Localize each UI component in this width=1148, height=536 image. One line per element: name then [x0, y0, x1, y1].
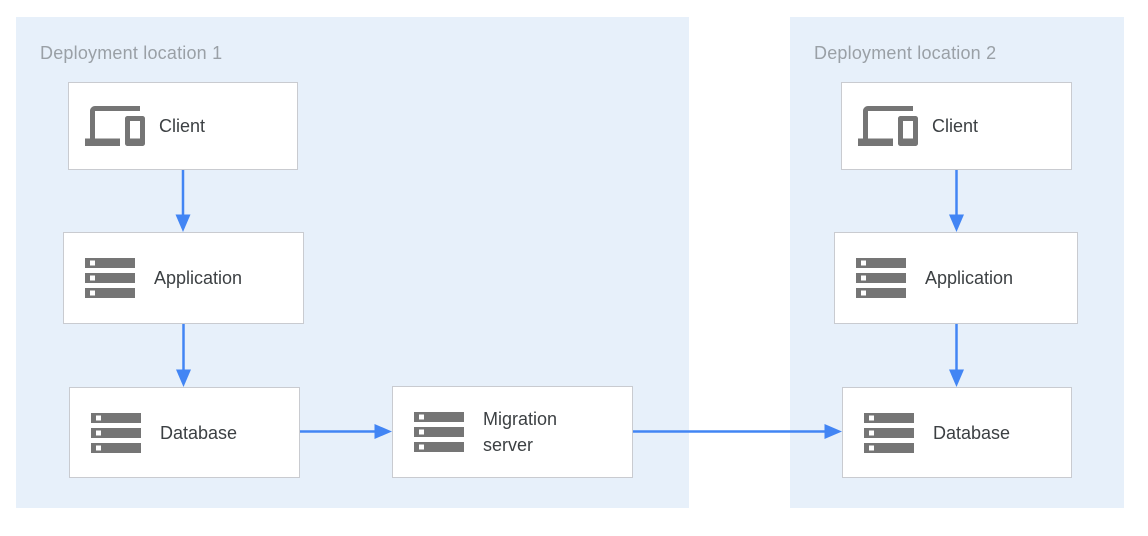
node-label: Client	[932, 116, 979, 136]
node-label: Client	[159, 116, 206, 136]
storage-icon	[851, 248, 911, 308]
node-database-1: Database	[69, 387, 300, 478]
storage-icon	[409, 402, 469, 462]
storage-icon	[86, 403, 146, 463]
node-database-2: Database	[842, 387, 1072, 478]
node-migration-server: Migration server	[392, 386, 633, 478]
region-label: Deployment location 1	[40, 43, 223, 63]
node-label: Database	[160, 422, 238, 443]
node-application-2: Application	[834, 232, 1078, 324]
node-label: Application	[925, 268, 1014, 288]
node-label: Database	[933, 422, 1011, 443]
storage-icon	[80, 248, 140, 308]
region-deployment-location-2: Deployment location 2 Client Application	[790, 17, 1124, 508]
devices-icon	[85, 96, 145, 156]
node-label: Migration server	[483, 409, 558, 455]
node-client-1: Client	[68, 82, 298, 170]
node-client-2: Client	[841, 82, 1072, 170]
region-deployment-location-1: Deployment location 1 Client Application	[16, 17, 689, 508]
storage-icon	[859, 403, 919, 463]
region-label: Deployment location 2	[814, 43, 997, 63]
node-application-1: Application	[63, 232, 304, 324]
devices-icon	[858, 96, 918, 156]
node-label: Application	[154, 268, 243, 288]
